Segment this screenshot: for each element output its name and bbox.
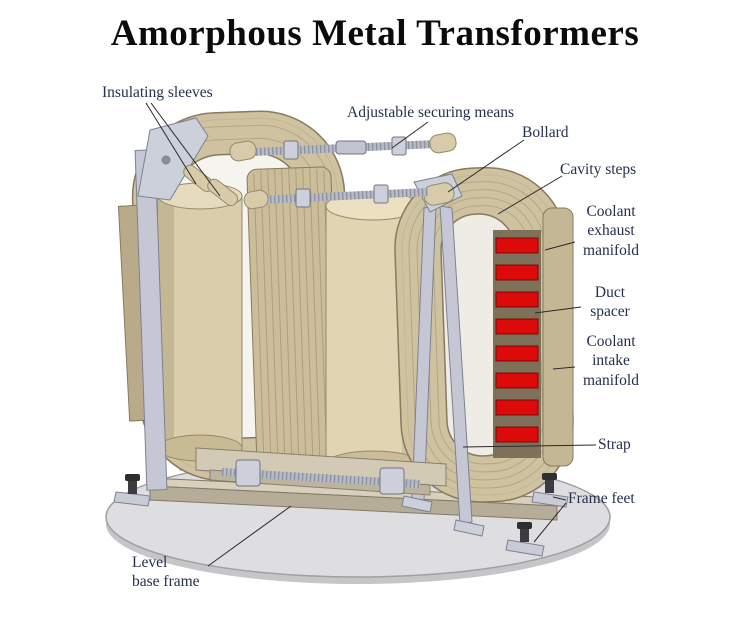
label-cavity-steps: Cavity steps [560, 161, 637, 178]
leader-duct-spacer [534, 306, 582, 314]
leader-level-base-frame [207, 505, 292, 567]
leader-insulating-sleeve-2 [150, 102, 221, 197]
page-title: Amorphous Metal Transformers [110, 13, 640, 54]
label-coolant-exhaust-manifold: Coolant exhaust manifold [583, 203, 639, 259]
duct-spacers [493, 230, 541, 458]
leader-strap [462, 444, 597, 448]
bollard [423, 182, 455, 206]
leader-cavity-steps [497, 175, 563, 215]
label-insulating-sleeves: Insulating sleeves [102, 84, 213, 101]
leader-adjustable-securing [391, 121, 429, 149]
securing-rods [229, 132, 457, 210]
frame-feet [113, 473, 569, 557]
label-frame-feet: Frame feet [568, 490, 635, 507]
label-level-base-frame: Level base frame [132, 554, 200, 591]
insulating-sleeves [183, 164, 239, 207]
left-frame-strap [134, 117, 209, 491]
leader-lines [145, 102, 597, 567]
label-coolant-intake-manifold: Coolant intake manifold [583, 333, 639, 389]
leader-insulating-sleeve-1 [145, 102, 197, 185]
label-bollard: Bollard [522, 124, 569, 141]
coolant-manifold [542, 207, 574, 467]
leader-coolant-exhaust [544, 241, 576, 251]
leader-coolant-intake [552, 366, 576, 370]
leader-frame-foot-1 [552, 496, 567, 501]
label-duct-spacer: Duct spacer [590, 284, 630, 321]
bottom-clamp [195, 447, 447, 496]
label-adjustable-securing-means: Adjustable securing means [347, 104, 515, 121]
leader-bollard [447, 139, 525, 193]
leader-frame-foot-2 [533, 502, 567, 543]
left-coil [157, 182, 243, 462]
label-strap: Strap [598, 436, 631, 453]
